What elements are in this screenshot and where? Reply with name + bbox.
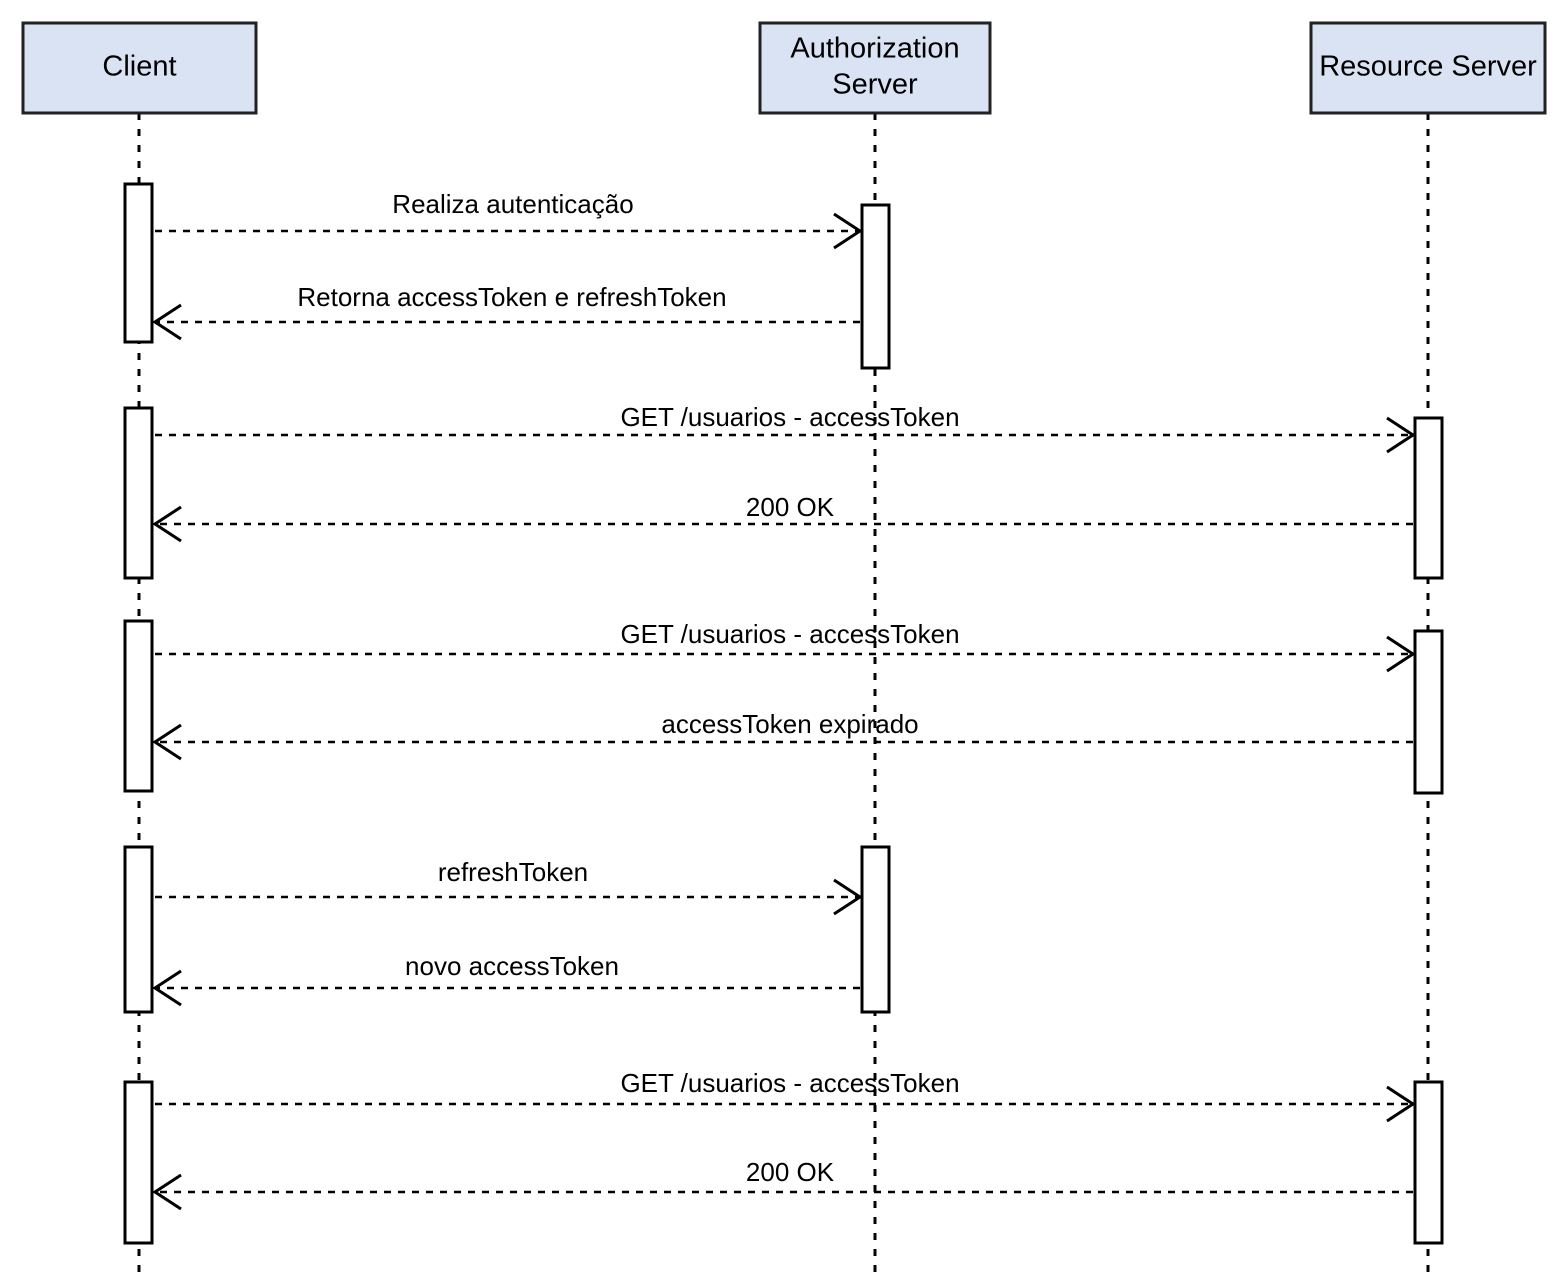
activation-bar-client [123,845,154,1014]
activation-bar-client [123,406,154,580]
message-10[interactable]: 200 OK [152,1157,1413,1211]
arrow-head-icon-8 [152,969,182,1007]
message-6[interactable]: accessToken expirado [152,709,1413,761]
message-4[interactable]: 200 OK [152,492,1413,543]
participant-label-client: Client [102,51,176,83]
arrow-head-icon-6 [152,723,182,761]
activation-bar-resource-server [1413,416,1444,580]
participant-box-client [21,21,258,115]
message-3[interactable]: GET /usuarios - accessToken [155,402,1416,454]
message-8[interactable]: novo accessToken [152,951,860,1007]
message-label-10: 200 OK [746,1157,835,1187]
arrow-head-icon-7 [833,878,863,916]
message-5[interactable]: GET /usuarios - accessToken [155,619,1416,673]
message-7[interactable]: refreshToken [155,857,863,916]
message-label-2: Retorna accessToken e refreshToken [297,282,726,312]
arrow-head-icon-9 [1386,1085,1416,1123]
message-label-9: GET /usuarios - accessToken [620,1068,959,1098]
activation-bar-resource-server [1413,629,1444,795]
participant-label-resource-server: Resource Server [1319,51,1537,83]
message-2[interactable]: Retorna accessToken e refreshToken [152,282,860,341]
activations-layer [123,182,1444,1245]
message-label-8: novo accessToken [405,951,619,981]
message-label-6: accessToken expirado [661,709,918,739]
participant-box-resource-server [1309,21,1547,115]
message-label-5: GET /usuarios - accessToken [620,619,959,649]
activation-bar-client [123,1080,154,1245]
arrow-head-icon-2 [152,303,182,341]
arrow-head-icon-3 [1386,416,1416,454]
activation-bar-authorization-server [860,845,891,1014]
participant-box-authorization-server [758,21,992,115]
arrow-head-icon-4 [152,505,182,543]
activation-bar-client [123,182,154,344]
message-label-3: GET /usuarios - accessToken [620,402,959,432]
participant-client[interactable]: Client [21,21,258,115]
message-1[interactable]: Realiza autenticação [155,189,863,250]
participant-label-authorization-server: Server [832,69,918,101]
message-label-4: 200 OK [746,492,835,522]
arrow-head-icon-1 [833,212,863,250]
participant-resource-server[interactable]: Resource Server [1309,21,1547,115]
activation-bar-client [123,619,154,793]
activation-bar-resource-server [1413,1080,1444,1245]
message-label-7: refreshToken [438,857,588,887]
message-9[interactable]: GET /usuarios - accessToken [155,1068,1416,1123]
message-label-1: Realiza autenticação [392,189,633,219]
arrow-head-icon-10 [152,1173,182,1211]
participant-label-authorization-server: Authorization [790,33,959,65]
arrow-head-icon-5 [1386,635,1416,673]
activation-bar-authorization-server [860,203,891,370]
